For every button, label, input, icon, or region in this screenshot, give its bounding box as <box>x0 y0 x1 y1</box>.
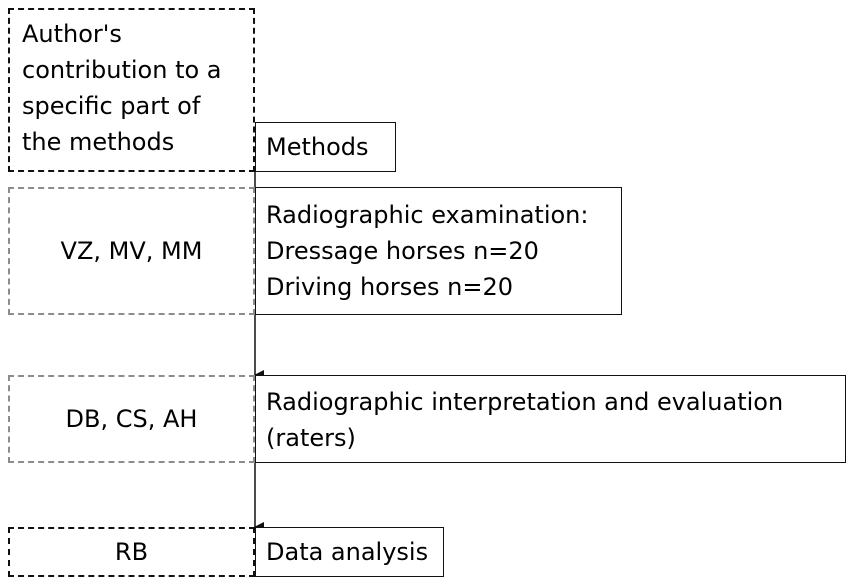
row-1-method-line-1: Radiographic examination: <box>266 201 589 229</box>
author-header-line-1: Author's <box>22 20 122 48</box>
methods-header-label: Methods <box>266 133 369 161</box>
row-1-authors: VZ, MV, MM <box>60 237 203 265</box>
author-header-box: Author's contribution to a specific part… <box>8 8 255 172</box>
row-3-authors-box: RB <box>8 527 255 577</box>
row-2-authors: DB, CS, AH <box>65 405 198 433</box>
row-3-method-line-1: Data analysis <box>266 538 429 566</box>
row-3-method-box: Data analysis <box>255 527 444 577</box>
author-header-line-3: specific part of <box>22 92 201 120</box>
row-1-method-line-2: Dressage horses n=20 <box>266 237 539 265</box>
row-2-method-line-2: (raters) <box>266 424 356 452</box>
row-2-method-box: Radiographic interpretation and evaluati… <box>255 375 846 463</box>
author-header-line-4: the methods <box>22 128 175 156</box>
row-1-method-line-3: Driving horses n=20 <box>266 273 513 301</box>
methods-header-box: Methods <box>255 122 396 172</box>
row-3-authors: RB <box>114 538 149 566</box>
row-2-method-line-1: Radiographic interpretation and evaluati… <box>266 388 784 416</box>
row-2-authors-box: DB, CS, AH <box>8 375 255 463</box>
row-1-method-box: Radiographic examination: Dressage horse… <box>255 187 622 315</box>
author-header-line-2: contribution to a <box>22 56 222 84</box>
row-1-authors-box: VZ, MV, MM <box>8 187 255 315</box>
